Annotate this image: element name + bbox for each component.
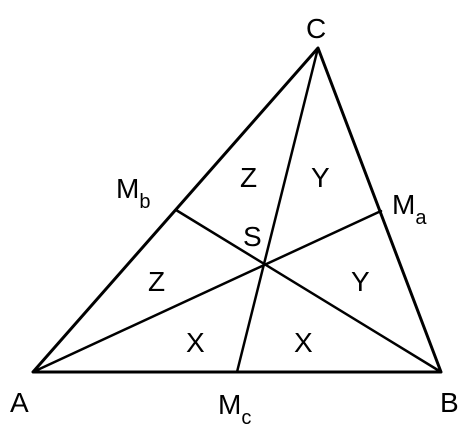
centroid-label-s: S [243, 221, 262, 252]
midpoint-label-mb: Mb [116, 173, 150, 213]
region-label-z-upper: Z [240, 162, 257, 193]
region-label-x-right: X [294, 327, 313, 358]
vertex-label-c: C [306, 13, 326, 44]
region-label-z-left: Z [148, 266, 165, 297]
region-label-y-upper: Y [311, 162, 330, 193]
midpoint-mb-main: M [116, 173, 139, 204]
median-from-a [31, 209, 383, 374]
median-from-c [235, 46, 320, 374]
midpoint-ma-sub: a [415, 207, 427, 229]
midpoint-label-ma: Ma [392, 189, 427, 229]
median-from-b [174, 208, 443, 374]
midpoint-label-mc: Mc [218, 389, 251, 429]
vertex-label-b: B [440, 387, 459, 418]
vertex-label-a: A [10, 387, 29, 418]
midpoint-mc-main: M [218, 389, 241, 420]
midpoint-ma-main: M [392, 189, 415, 220]
midpoint-mb-sub: b [139, 191, 150, 213]
midpoint-mc-sub: c [241, 407, 251, 429]
triangle-abc [31, 46, 443, 374]
region-label-y-right: Y [351, 266, 370, 297]
region-label-x-left: X [186, 327, 205, 358]
